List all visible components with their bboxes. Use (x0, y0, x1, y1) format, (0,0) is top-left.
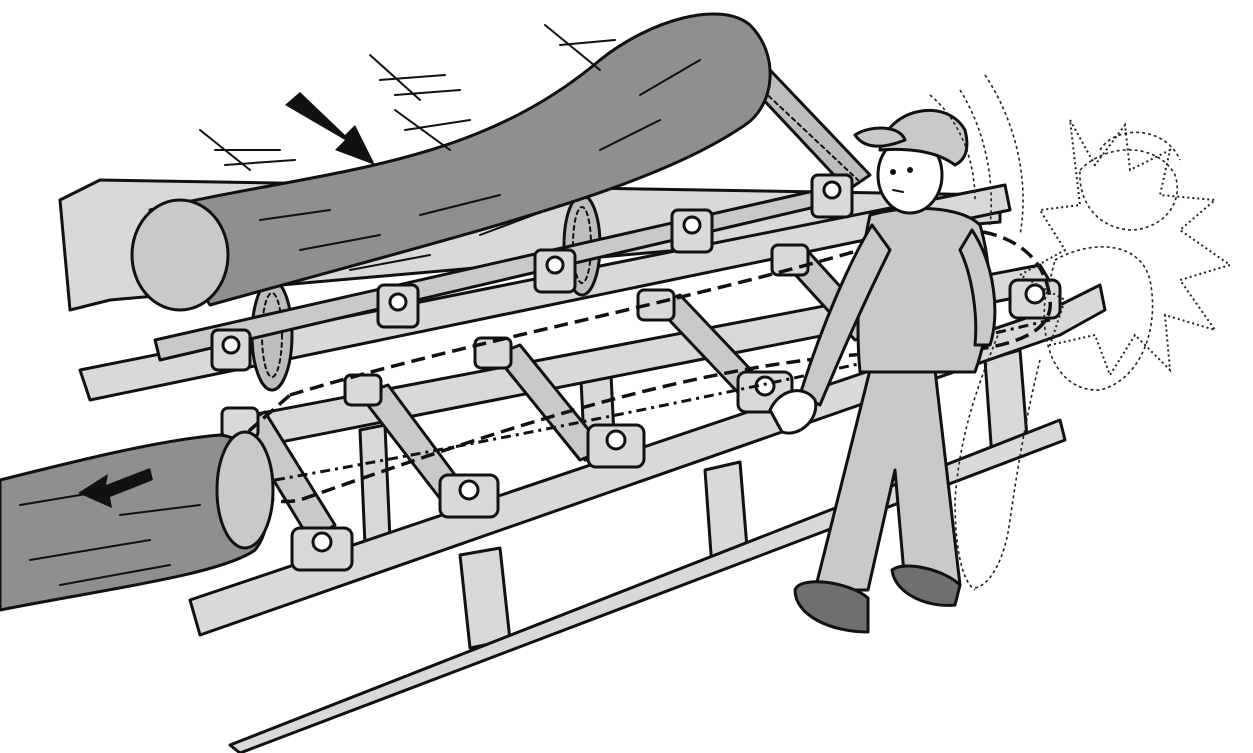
arrow-down-right-icon (285, 92, 375, 165)
roller-bearing-far-3 (473, 336, 513, 370)
shaft-bearing-1 (210, 328, 252, 372)
roller-bearing-far-4 (636, 288, 676, 322)
worker-left-shoe (793, 580, 870, 634)
ghost-worker-silhouette (929, 74, 1181, 591)
shaft-bearing-2 (376, 283, 420, 329)
arrow-left-icon (78, 468, 153, 508)
incoming-log (130, 12, 772, 312)
roller-bearing-far-2 (343, 373, 383, 407)
shaft-bearing-3 (533, 248, 577, 294)
shaft-bearing-5 (810, 173, 854, 219)
upper-drive-shaft (153, 173, 854, 372)
worker-right-shoe (890, 564, 962, 607)
motion-lines (199, 24, 616, 171)
roller-bearing-far-5 (770, 243, 810, 277)
worker (768, 108, 997, 634)
roller-bearing-2 (438, 473, 500, 519)
shaft-bearing-4 (670, 208, 714, 254)
impact-burst (1017, 119, 1233, 378)
worker-cap (878, 108, 969, 167)
roller-bearing-3 (586, 423, 646, 469)
roller-bearing-5 (1008, 278, 1062, 320)
outgoing-log (0, 430, 275, 612)
roller-bearing-1 (290, 526, 354, 572)
danger-zone-outline (240, 227, 1052, 504)
